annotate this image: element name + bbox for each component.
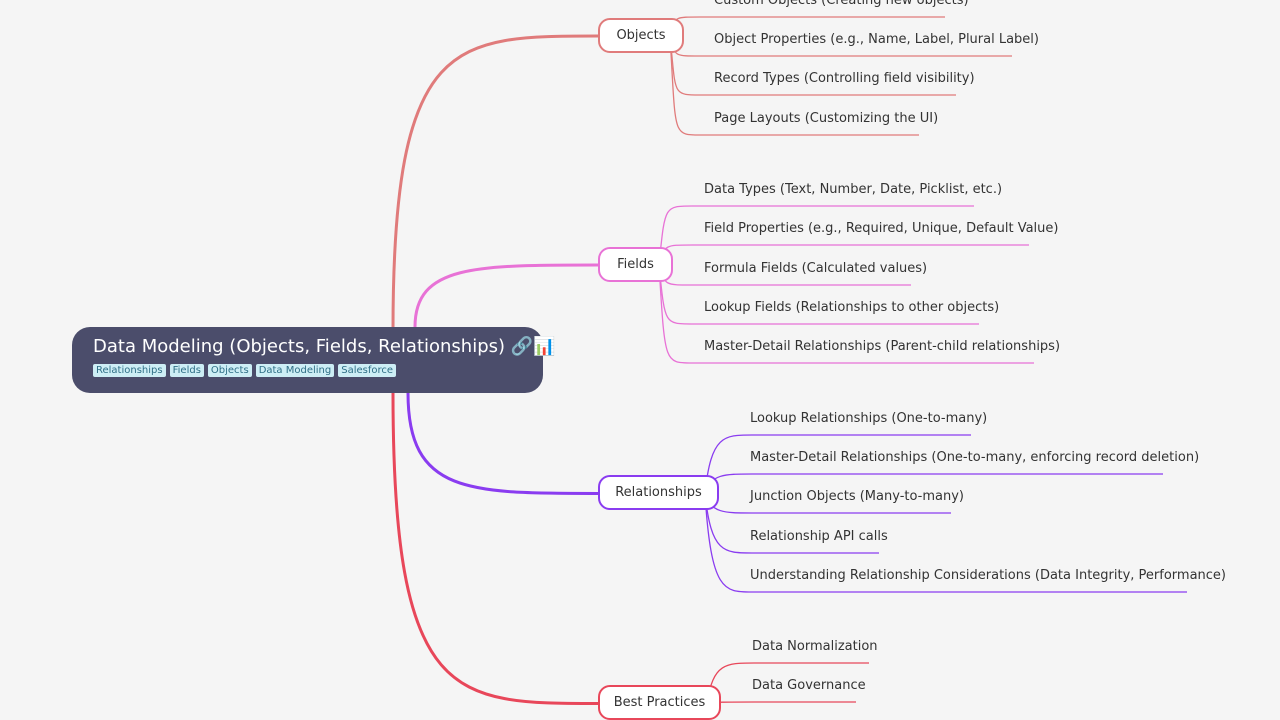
leaf-node[interactable]: Data Types (Text, Number, Date, Picklist… xyxy=(704,182,1003,197)
leaf-connector xyxy=(704,493,879,554)
tag[interactable]: Data Modeling xyxy=(255,364,335,377)
link-icon: 🔗 xyxy=(510,336,534,357)
leaf-node[interactable]: Field Properties (e.g., Required, Unique… xyxy=(704,221,1059,236)
branch-node-relationships[interactable]: Relationships xyxy=(598,475,719,510)
leaf-connector xyxy=(669,35,956,96)
root-connector xyxy=(391,392,599,705)
branch-label: Relationships xyxy=(615,485,702,500)
leaf-connector xyxy=(658,205,974,266)
tag-list: Relationships Fields Objects Data Modeli… xyxy=(93,364,543,377)
leaf-connector xyxy=(658,264,979,325)
branch-label: Fields xyxy=(617,257,654,272)
leaf-connector xyxy=(704,493,1187,593)
leaf-node[interactable]: Page Layouts (Customizing the UI) xyxy=(714,111,939,126)
leaf-node[interactable]: Understanding Relationship Consideration… xyxy=(750,568,1226,583)
root-title-row: Data Modeling (Objects, Fields, Relation… xyxy=(93,336,556,357)
root-connector xyxy=(413,263,599,328)
branch-node-fields[interactable]: Fields xyxy=(598,247,673,282)
root-title: Data Modeling (Objects, Fields, Relation… xyxy=(93,336,506,357)
leaf-node[interactable]: Data Governance xyxy=(752,678,866,693)
leaf-connector xyxy=(706,701,856,705)
branch-node-best-practices[interactable]: Best Practices xyxy=(598,685,721,720)
tag[interactable]: Fields xyxy=(169,364,204,377)
tag[interactable]: Salesforce xyxy=(338,364,397,377)
leaf-node[interactable]: Lookup Relationships (One-to-many) xyxy=(750,411,988,426)
root-node[interactable]: Data Modeling (Objects, Fields, Relation… xyxy=(72,327,556,393)
leaf-node[interactable]: Junction Objects (Many-to-many) xyxy=(750,489,965,504)
tag[interactable]: Objects xyxy=(207,364,252,377)
leaf-connector xyxy=(658,264,1034,364)
leaf-node[interactable]: Relationship API calls xyxy=(750,529,888,544)
tag[interactable]: Relationships xyxy=(93,364,166,377)
leaf-node[interactable]: Object Properties (e.g., Name, Label, Pl… xyxy=(714,32,1039,47)
leaf-node[interactable]: Master-Detail Relationships (One-to-many… xyxy=(750,450,1200,465)
leaf-node[interactable]: Custom Objects (Creating new objects) xyxy=(714,0,969,8)
leaf-node[interactable]: Record Types (Controlling field visibili… xyxy=(714,71,975,86)
root-connector xyxy=(391,34,599,331)
branch-node-objects[interactable]: Objects xyxy=(598,18,684,53)
leaf-connector xyxy=(669,35,919,136)
branch-label: Objects xyxy=(616,28,666,43)
bar-chart-icon: 📊 xyxy=(533,336,556,357)
leaf-node[interactable]: Data Normalization xyxy=(752,639,878,654)
leaf-node[interactable]: Master-Detail Relationships (Parent-chil… xyxy=(704,339,1061,354)
leaf-node[interactable]: Formula Fields (Calculated values) xyxy=(704,261,928,276)
root-connector xyxy=(406,392,599,495)
branch-label: Best Practices xyxy=(613,695,706,710)
leaf-node[interactable]: Lookup Fields (Relationships to other ob… xyxy=(704,300,1000,315)
